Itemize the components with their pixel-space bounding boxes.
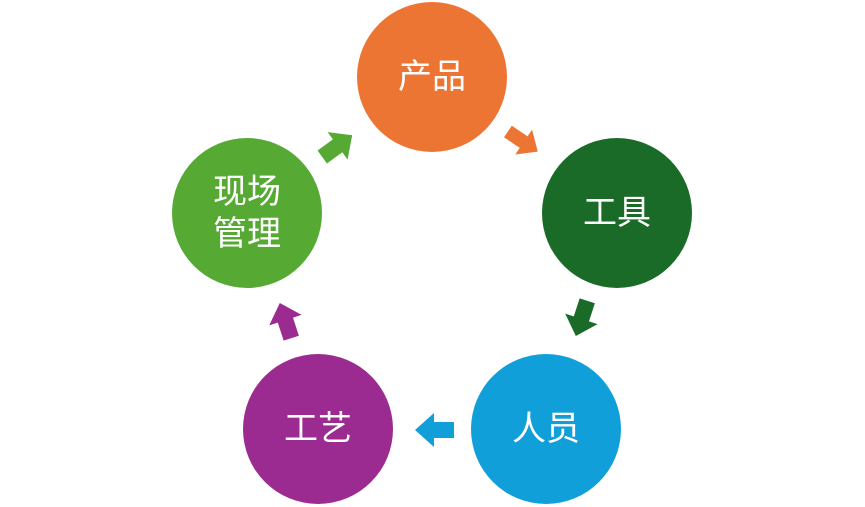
arrow-people-to-process — [415, 413, 454, 447]
node-people-label: 人员 — [512, 408, 580, 449]
arrow-tools-to-people — [565, 298, 598, 337]
node-process: 工艺 — [243, 354, 393, 504]
arrow-site-to-product — [317, 132, 353, 164]
node-process-label: 工艺 — [284, 408, 352, 449]
node-people: 人员 — [471, 354, 621, 504]
node-product: 产品 — [357, 2, 507, 152]
arrow-process-to-site — [269, 302, 302, 341]
node-tools-label: 工具 — [583, 192, 651, 233]
arrow-product-to-tools — [503, 125, 538, 155]
node-site-label-line-1: 现场 — [213, 171, 281, 212]
node-site-management: 现场 管理 — [172, 138, 322, 288]
node-site-label-line-2: 管理 — [213, 214, 281, 254]
node-product-label: 产品 — [398, 56, 466, 97]
node-tools: 工具 — [542, 138, 692, 288]
